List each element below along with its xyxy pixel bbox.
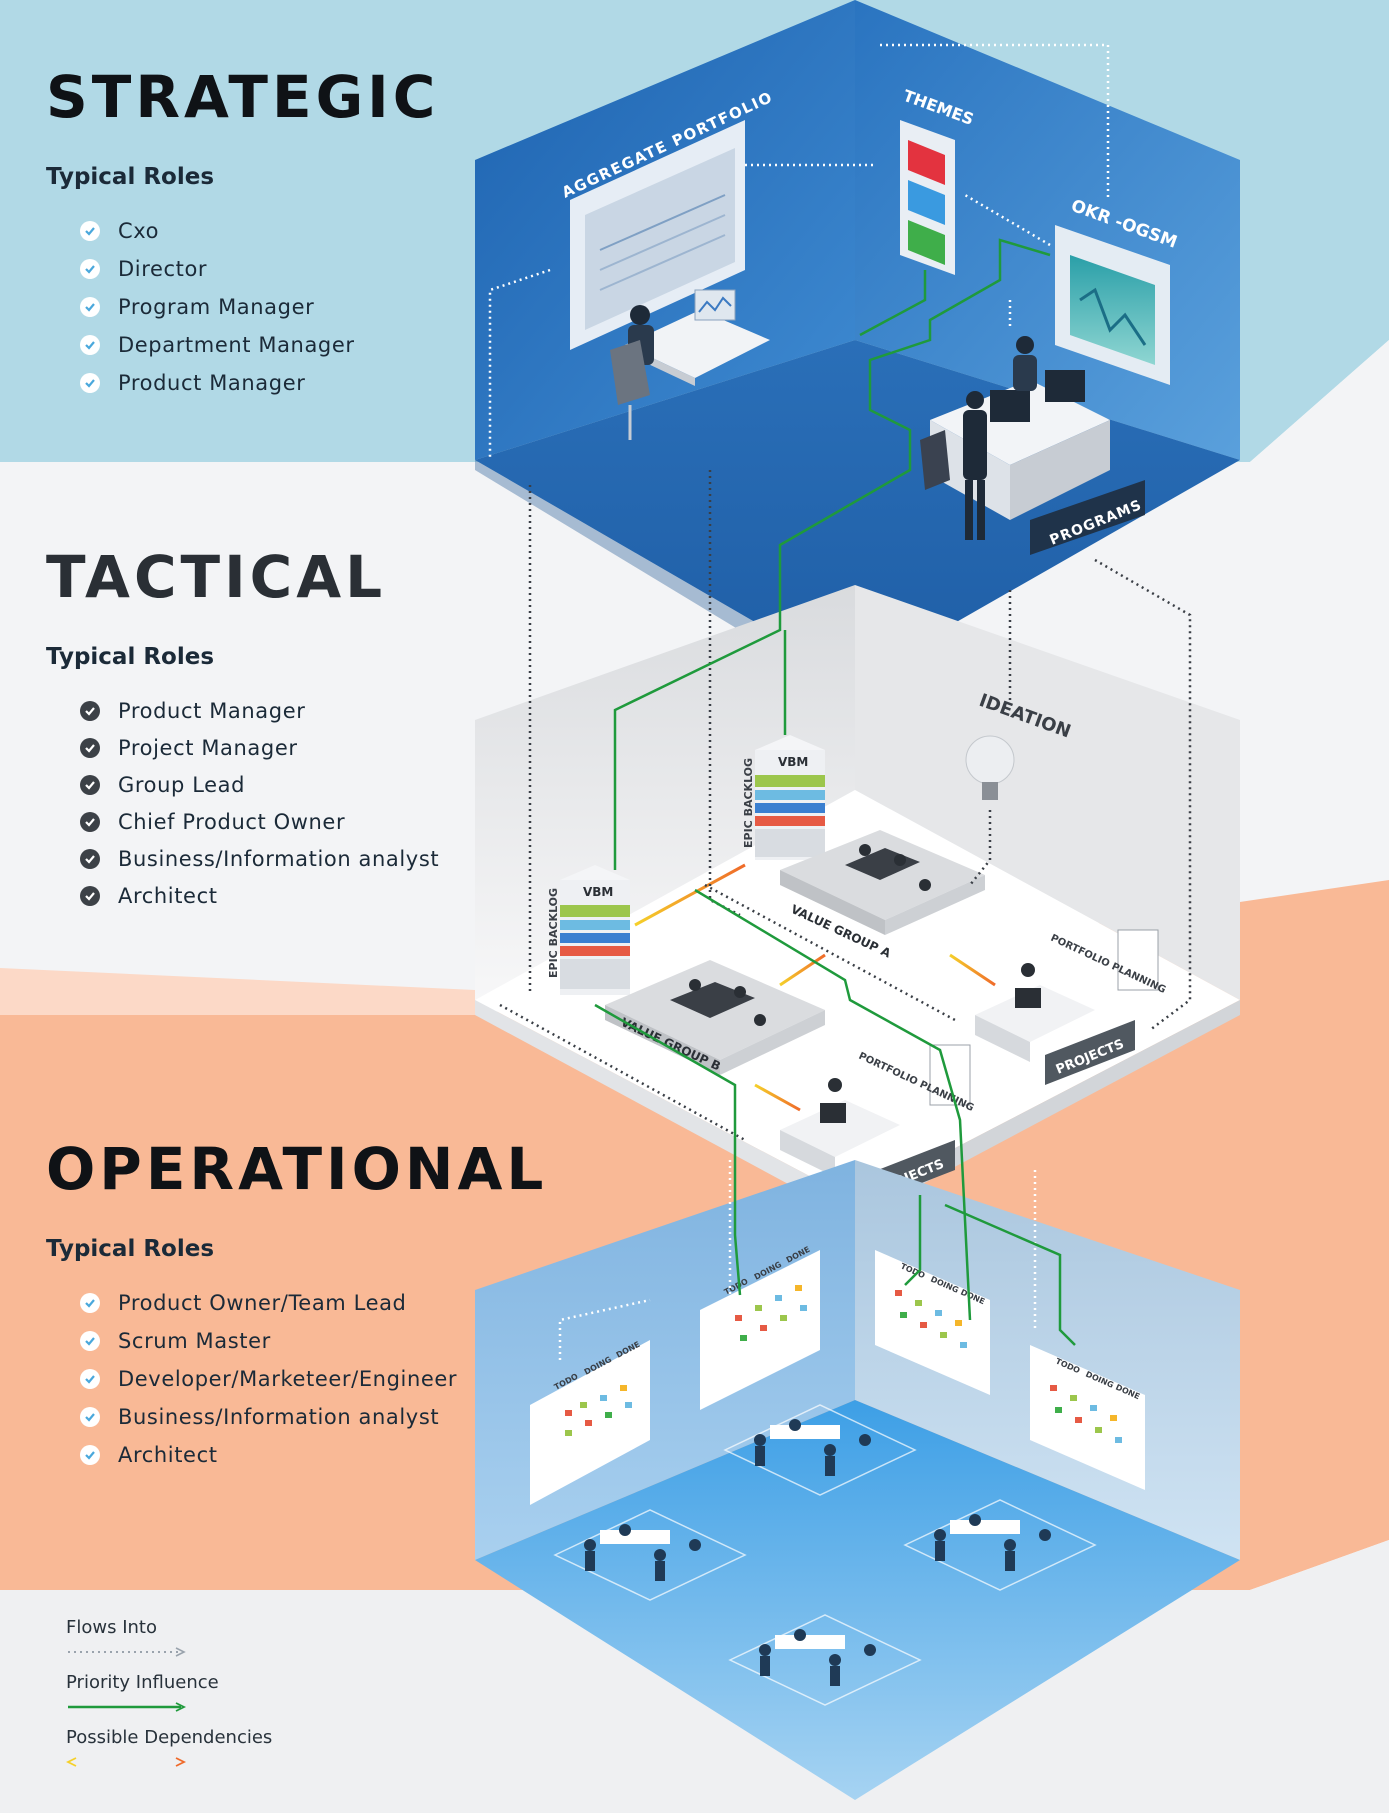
projects-tag [1045,1020,1135,1085]
role-item: Group Lead [80,766,439,803]
tactical-title: TACTICAL [46,543,387,611]
value-group-b: VALUE GROUP B [605,960,825,1075]
legend-priority-influence: Priority Influence [66,1672,272,1713]
role-item: Business/Information analyst [80,840,439,877]
role-item: Cxo [80,212,439,250]
role-item: Architect [80,877,439,914]
check-icon [80,811,100,832]
vbm-stack-2: VBM EPIC BACKLOG [547,865,630,995]
check-icon [80,221,100,241]
team-pod [553,1509,747,1601]
role-item: Developer/Marketeer/Engineer [80,1360,547,1398]
strategic-title: STRATEGIC [46,63,440,131]
vbm-label: VBM [583,885,613,899]
check-icon [80,259,100,279]
person-head [1016,336,1034,354]
epic-backlog-label: EPIC BACKLOG [742,758,755,848]
programs-tag [1030,480,1145,555]
vbm-stack-1: VBM EPIC BACKLOG [742,735,825,860]
strategic-roles-list: Cxo Director Program Manager Department … [46,212,439,402]
epic-backlog-label: EPIC BACKLOG [547,888,560,978]
operational-room: TODO DOING DONE TODO DOING DONE TODO DOI… [475,1160,1240,1800]
office-chair [610,340,650,405]
priority-influence-lines [594,238,1076,1346]
dependency-arrow [779,953,826,987]
check-icon [80,737,100,758]
okr-chart [1070,255,1155,365]
flows-into-lines [488,43,1110,460]
light-bulb-icon [965,735,1015,785]
check-icon [80,1407,100,1427]
team-pod [903,1499,1097,1591]
person-head [630,305,650,325]
person-head [966,391,984,409]
role-item: Chief Product Owner [80,803,439,840]
tactical-pink-strip [0,968,475,1015]
operational-floor [475,1400,1240,1800]
legend-possible-dependencies: Possible Dependencies [66,1727,272,1768]
tactical-roles-heading: Typical Roles [46,644,215,670]
tactical-right-wall [855,585,1240,1000]
role-item: Program Manager [80,288,439,326]
role-item: Scrum Master [80,1322,547,1360]
tactical-floor-edge [475,1000,855,1220]
check-icon [80,1369,100,1389]
vbm-label: VBM [778,755,808,769]
strategic-roles-heading: Typical Roles [46,164,215,190]
flows-into-lines [499,470,1192,1142]
folder-red-icon [908,140,945,185]
dependency-arrow [634,863,746,927]
dependency-arrow [754,1083,801,1112]
operational-roles-list: Product Owner/Team Lead Scrum Master Dev… [46,1284,547,1474]
person-body [1013,355,1037,391]
check-icon [80,373,100,393]
check-icon [80,335,100,355]
role-item: Product Manager [80,364,439,402]
dependency-arrow [949,953,996,987]
monitor [990,390,1030,422]
strategic-panel: STRATEGIC Typical Roles Cxo Director Pro… [46,68,439,402]
team-pod [723,1404,917,1496]
operational-title: OPERATIONAL [46,1135,548,1203]
check-icon [80,885,100,906]
office-chair [920,430,950,490]
team-pod [728,1614,922,1706]
role-item: Product Owner/Team Lead [80,1284,547,1322]
check-icon [80,1331,100,1351]
legend: Flows Into Priority Influence Possible D… [66,1617,272,1782]
role-item: Department Manager [80,326,439,364]
folder-blue-icon [908,180,945,225]
role-item: Product Manager [80,692,439,729]
dotted-arrow-icon [68,1647,186,1657]
strategic-desk-left [625,310,770,378]
laptop [694,289,736,321]
folder-green-icon [908,220,945,265]
double-arrow-icon [66,1757,187,1767]
operational-roles-heading: Typical Roles [46,1236,215,1262]
legend-flows-into: Flows Into [66,1617,272,1658]
role-item: Project Manager [80,729,439,766]
check-icon [80,1445,100,1465]
check-icon [80,700,100,721]
tactical-panel: TACTICAL Typical Roles Product Manager P… [46,548,439,914]
check-icon [80,297,100,317]
role-item: Architect [80,1436,547,1474]
role-item: Director [80,250,439,288]
check-icon [80,774,100,795]
tactical-room: IDEATION VBM EPIC BACKLOG VBM EPIC BACKL… [475,585,1240,1220]
monitor [1045,370,1085,402]
flows-into-lines [558,1160,1037,1360]
green-arrow-icon [68,1702,187,1712]
role-item: Business/Information analyst [80,1398,547,1436]
tactical-floor [475,790,1240,1200]
check-icon [80,848,100,869]
tactical-roles-list: Product Manager Project Manager Group Le… [46,692,439,914]
check-icon [80,1293,100,1313]
standing-person [963,410,987,480]
operational-panel: OPERATIONAL Typical Roles Product Owner/… [46,1140,547,1474]
